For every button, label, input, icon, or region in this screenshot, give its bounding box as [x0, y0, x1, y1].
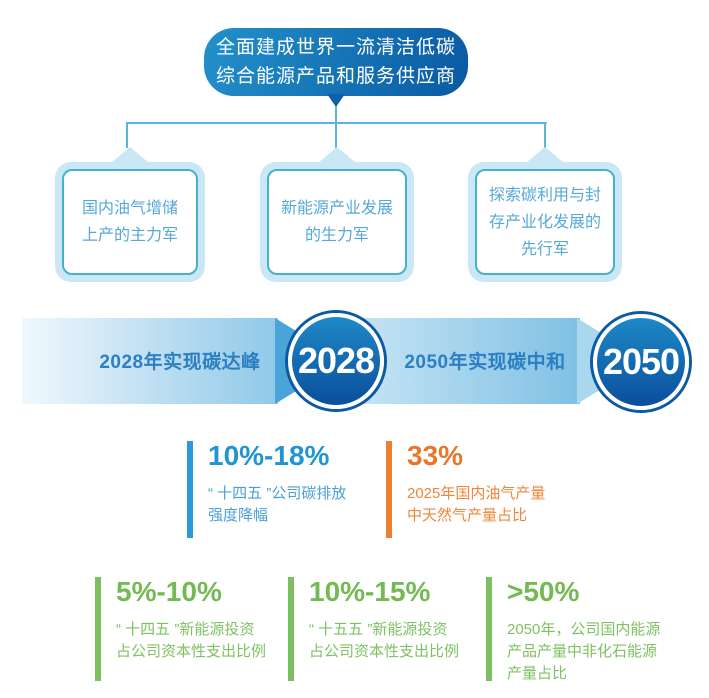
pillar-text: 探索碳利用与封 存产业化发展的 先行军 [489, 182, 601, 263]
pillar-line: 存产业化发展的 [488, 213, 601, 231]
triangle-up-icon [526, 147, 564, 163]
stat-desc-line: 强度降幅 [208, 507, 269, 524]
vision-bubble: 全面建成世界一流清洁低碳 综合能源产品和服务供应商 [204, 28, 468, 96]
triangle-up-icon [111, 147, 149, 163]
pillar-inner: 探索碳利用与封 存产业化发展的 先行军 [475, 169, 615, 275]
stat-desc: “ 十四五 ”公司碳排放 强度降幅 [208, 483, 383, 527]
stat-value: 10%-15% [309, 576, 431, 607]
stat-desc-line: “ 十四五 ”公司碳排放 [208, 485, 347, 502]
pillar-box-oil-gas: 国内油气增储 上产的主力军 [55, 147, 205, 282]
stat-desc-line: “ 十四五 ”新能源投资 [116, 621, 255, 638]
connector-vertical-left [126, 122, 128, 148]
year-text: 2028 [297, 340, 375, 381]
stat-value: 5%-10% [116, 576, 222, 607]
pillar-line: 探索碳利用与封 [488, 186, 601, 204]
stat-carbon-intensity: 10%-18% “ 十四五 ”公司碳排放 强度降幅 [187, 441, 383, 538]
stat-desc: 2025年国内油气产量 中天然气产量占比 [407, 483, 586, 527]
stat-desc-line: 中天然气产量占比 [407, 507, 528, 524]
stat-nonfossil-share-2050: >50% 2050年，公司国内能源 产品产量中非化石能源 产量占比 [486, 576, 686, 682]
pillar-inner: 国内油气增储 上产的主力军 [62, 169, 198, 275]
stat-desc: “ 十四五 ”新能源投资 占公司资本性支出比例 [116, 619, 287, 663]
pillar-text: 国内油气增储 上产的主力军 [82, 195, 178, 249]
milestone-label-2028: 2028年实现碳达峰 [99, 352, 261, 373]
pillar-box-carbon-capture: 探索碳利用与封 存产业化发展的 先行军 [468, 147, 622, 282]
stat-desc-line: 2025年国内油气产量 [407, 485, 546, 502]
connector-horizontal [127, 122, 547, 124]
stat-desc-line: 产品产量中非化石能源 [507, 643, 658, 660]
stat-natural-gas-share: 33% 2025年国内油气产量 中天然气产量占比 [386, 441, 586, 538]
stat-newenergy-invest-14th: 5%-10% “ 十四五 ”新能源投资 占公司资本性支出比例 [95, 577, 287, 681]
stat-value: >50% [507, 576, 580, 607]
pillar-text: 新能源产业发展 的生力军 [281, 195, 393, 249]
triangle-down-icon [327, 94, 345, 107]
year-badge-2028: 2028 [288, 313, 384, 409]
timeline-band-segment-1 [22, 318, 278, 404]
year-text: 2050 [602, 341, 680, 382]
stat-desc-line: 产量占比 [507, 665, 568, 682]
pillar-line: 上产的主力军 [81, 227, 178, 244]
pillar-line: 先行军 [520, 240, 569, 258]
stat-desc: 2050年，公司国内能源 产品产量中非化石能源 产量占比 [507, 619, 686, 685]
vision-line-2: 综合能源产品和服务供应商 [215, 66, 456, 87]
connector-vertical-center [335, 122, 337, 148]
vision-line-1: 全面建成世界一流清洁低碳 [215, 37, 456, 58]
pillar-line: 国内油气增储 [81, 200, 178, 217]
connector-vertical-right [544, 122, 546, 148]
pillar-box-new-energy: 新能源产业发展 的生力军 [260, 147, 414, 282]
stat-value: 10%-18% [208, 440, 330, 471]
stat-newenergy-invest-15th: 10%-15% “ 十五五 ”新能源投资 占公司资本性支出比例 [288, 577, 480, 681]
stat-desc-line: 占公司资本性支出比例 [309, 643, 460, 660]
year-badge-2050: 2050 [593, 314, 689, 410]
milestone-label-2050: 2050年实现碳中和 [404, 352, 566, 373]
triangle-up-icon [318, 147, 356, 163]
connector-vertical-top [335, 106, 337, 123]
stat-desc-line: “ 十五五 ”新能源投资 [309, 621, 448, 638]
stat-desc-line: 占公司资本性支出比例 [116, 643, 267, 660]
pillar-inner: 新能源产业发展 的生力军 [267, 169, 407, 275]
stat-desc: “ 十五五 ”新能源投资 占公司资本性支出比例 [309, 619, 480, 663]
pillar-line: 的生力军 [304, 227, 369, 244]
pillar-line: 新能源产业发展 [280, 200, 393, 217]
stat-desc-line: 2050年，公司国内能源 [507, 621, 661, 638]
stat-value: 33% [407, 440, 464, 471]
